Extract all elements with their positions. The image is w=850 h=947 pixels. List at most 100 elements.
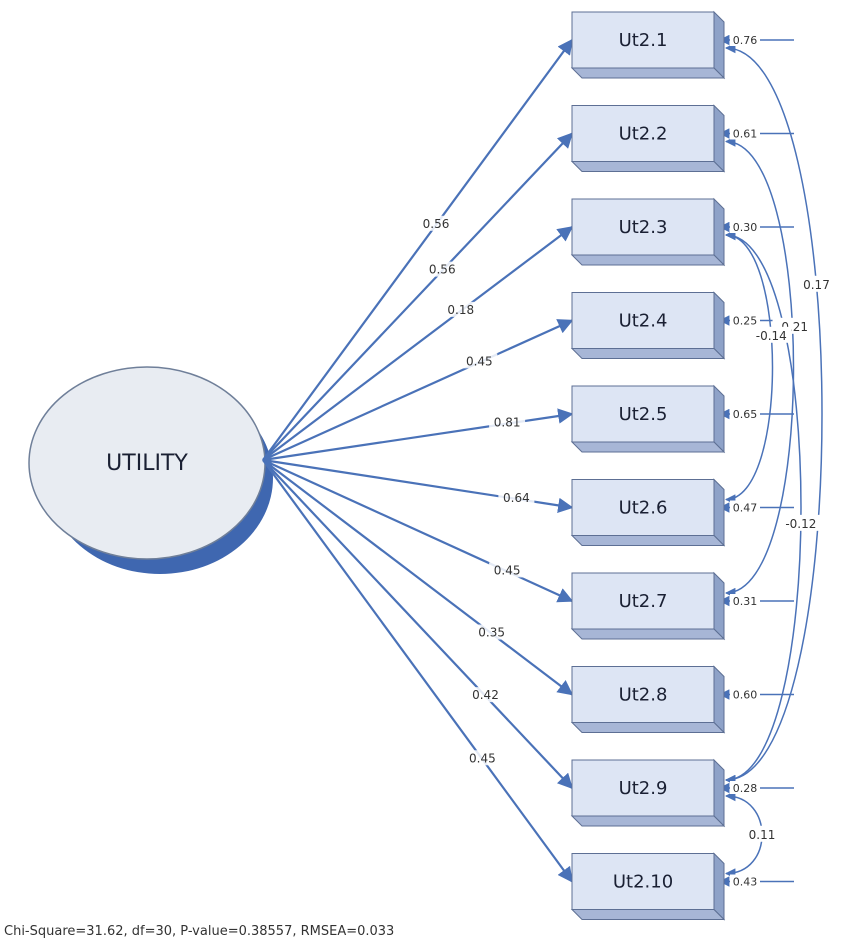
fit-statistics: Chi-Square=31.62, df=30, P-value=0.38557…	[4, 924, 395, 939]
box-front-face	[571, 759, 715, 817]
error-label: 0.47	[733, 502, 758, 515]
box-side-face	[713, 384, 725, 454]
loading-arrow	[262, 132, 574, 461]
indicator-box: Ut2.4	[570, 291, 726, 360]
edges-layer	[262, 34, 823, 887]
loading-label-bg	[442, 301, 479, 317]
loading-label: 0.18	[447, 303, 474, 317]
error-label-bg	[730, 407, 760, 420]
box-bottom-face	[570, 722, 726, 733]
loading-arrow	[262, 38, 573, 461]
covariance-curve	[724, 229, 802, 786]
loading-label: 0.56	[423, 217, 450, 231]
indicator-box: Ut2.3	[570, 197, 726, 267]
box-side-face	[713, 478, 725, 547]
error-label-bg	[730, 594, 760, 607]
box-front-face	[571, 479, 715, 536]
loading-label-bg	[461, 353, 498, 369]
latent-label: UTILITY	[106, 451, 188, 476]
covariance-label: -0.12	[785, 517, 816, 531]
error-label: 0.60	[733, 689, 758, 702]
indicator-box: Ut2.2	[570, 104, 726, 173]
latent-variable-utility: UTILITY	[28, 366, 273, 574]
indicator-box: Ut2.6	[570, 478, 726, 547]
box-bottom-face	[570, 67, 726, 79]
box-front-face	[571, 385, 715, 443]
indicator-label: Ut2.6	[619, 498, 668, 519]
error-label-bg	[730, 126, 760, 140]
indicator-label: Ut2.10	[613, 872, 673, 893]
indicator-label: Ut2.5	[619, 404, 668, 425]
error-label: 0.76	[733, 34, 758, 47]
box-side-face	[713, 197, 725, 267]
box-side-face	[713, 571, 725, 641]
indicator-label: Ut2.7	[619, 591, 668, 612]
box-side-face	[713, 291, 725, 360]
labels-layer: 0.560.760.560.610.180.300.450.250.810.65…	[418, 33, 837, 889]
box-side-face	[713, 665, 725, 734]
loading-arrow	[262, 458, 574, 603]
error-label: 0.65	[733, 408, 758, 421]
loading-label-bg	[473, 624, 510, 640]
box-front-face	[571, 11, 715, 69]
error-label-bg	[730, 500, 760, 514]
indicator-box: Ut2.7	[570, 571, 726, 641]
loading-label-bg	[424, 261, 461, 277]
loading-arrow	[262, 319, 574, 462]
covariance-label: -0.14	[756, 329, 787, 343]
error-label-bg	[730, 687, 760, 701]
loading-arrow	[262, 459, 574, 790]
error-label: 0.61	[733, 128, 758, 141]
loading-label-bg	[418, 215, 455, 231]
indicator-box: Ut2.10	[570, 852, 726, 921]
box-side-face	[713, 104, 725, 173]
box-front-face	[571, 853, 715, 910]
indicator-label: Ut2.9	[619, 778, 668, 799]
loading-label-bg	[489, 562, 526, 578]
box-bottom-face	[570, 628, 726, 640]
loading-arrow	[262, 226, 574, 461]
box-bottom-face	[570, 441, 726, 453]
loading-label: 0.81	[494, 416, 521, 430]
error-label: 0.25	[733, 315, 758, 328]
covariance-label-bg	[796, 275, 837, 292]
error-label: 0.28	[733, 782, 758, 795]
covariance-label-bg	[742, 825, 782, 842]
error-label-bg	[730, 220, 760, 233]
box-front-face	[571, 105, 715, 162]
error-label: 0.43	[733, 876, 758, 889]
box-front-face	[571, 666, 715, 723]
loading-label-bg	[464, 750, 501, 766]
loading-label-bg	[489, 414, 526, 430]
box-bottom-face	[570, 254, 726, 266]
indicator-boxes-layer: Ut2.1Ut2.2Ut2.3Ut2.4Ut2.5Ut2.6Ut2.7Ut2.8…	[570, 10, 726, 921]
indicator-label: Ut2.4	[619, 311, 668, 332]
covariance-curve	[724, 229, 774, 505]
indicator-label: Ut2.3	[619, 217, 668, 238]
box-bottom-face	[570, 815, 726, 827]
loading-arrow	[262, 459, 574, 696]
box-side-face	[713, 758, 725, 828]
box-front-face	[571, 572, 715, 630]
error-label: 0.31	[733, 595, 758, 608]
loading-label: 0.42	[472, 688, 499, 702]
box-bottom-face	[570, 909, 726, 920]
box-front-face	[571, 198, 715, 256]
covariance-label-bg	[780, 514, 821, 531]
indicator-label: Ut2.8	[619, 685, 668, 706]
loading-label: 0.45	[469, 751, 496, 765]
error-label-bg	[730, 781, 760, 794]
indicator-label: Ut2.2	[619, 124, 668, 145]
error-label-bg	[730, 874, 760, 888]
box-front-face	[571, 292, 715, 349]
covariance-label: 0.11	[749, 828, 776, 842]
box-bottom-face	[570, 161, 726, 172]
indicator-box: Ut2.5	[570, 384, 726, 454]
box-bottom-face	[570, 535, 726, 546]
loading-label-bg	[467, 687, 504, 703]
indicator-box: Ut2.9	[570, 758, 726, 828]
indicator-box: Ut2.1	[570, 10, 726, 80]
covariance-curve	[724, 42, 823, 786]
box-side-face	[713, 852, 725, 921]
